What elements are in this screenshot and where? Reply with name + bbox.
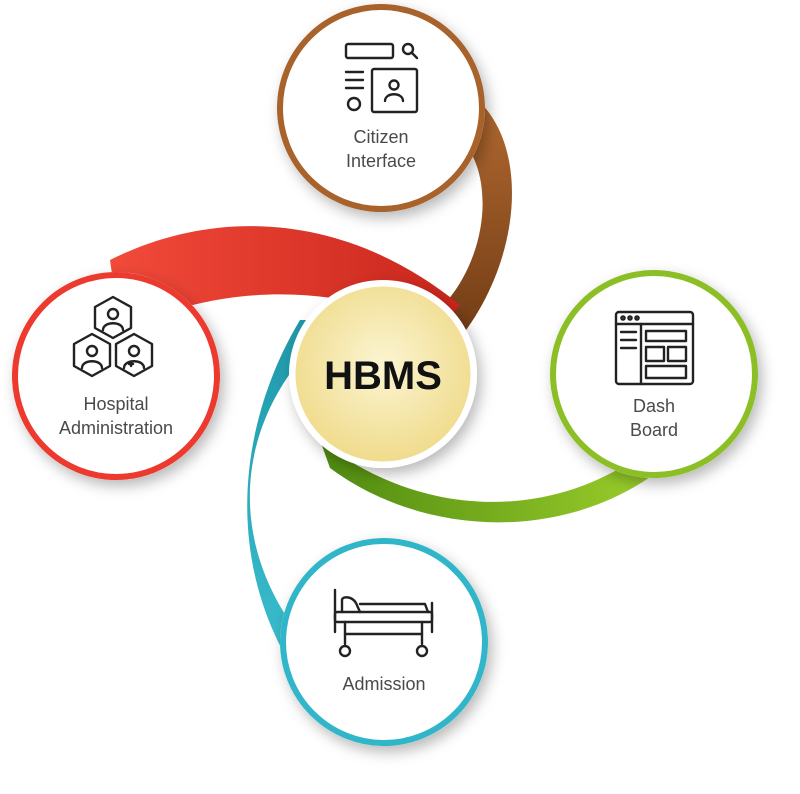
admission-label: Admission [342, 674, 425, 694]
node-dash-board[interactable]: Dash Board [550, 270, 758, 478]
medical-staff-icon [72, 295, 154, 378]
admission-ring [280, 538, 488, 746]
center-hub[interactable]: HBMS [289, 280, 477, 468]
dash-ring [550, 270, 758, 478]
dash-label-line1: Dash [633, 396, 675, 416]
hospital-bed-icon [333, 588, 434, 658]
citizen-label-line2: Interface [346, 151, 416, 171]
ribbon-green [320, 440, 660, 523]
node-citizen-interface[interactable]: Citizen Interface [277, 4, 485, 212]
citizen-ring [277, 4, 485, 212]
hospital-ring [12, 272, 220, 480]
hospital-label-line1: Hospital [83, 394, 148, 414]
node-hospital-administration[interactable]: Hospital Administration [12, 272, 220, 480]
ribbon-teal [247, 320, 340, 680]
hospital-label-line2: Administration [59, 418, 173, 438]
search-profile-icon [344, 42, 419, 114]
ribbon-brown [415, 75, 512, 350]
dashboard-window-icon [614, 310, 695, 386]
dash-label-line2: Board [630, 420, 678, 440]
citizen-label-line1: Citizen [353, 127, 408, 147]
node-admission[interactable]: Admission [280, 538, 488, 746]
center-circle [290, 281, 476, 467]
center-label: HBMS [324, 354, 442, 398]
